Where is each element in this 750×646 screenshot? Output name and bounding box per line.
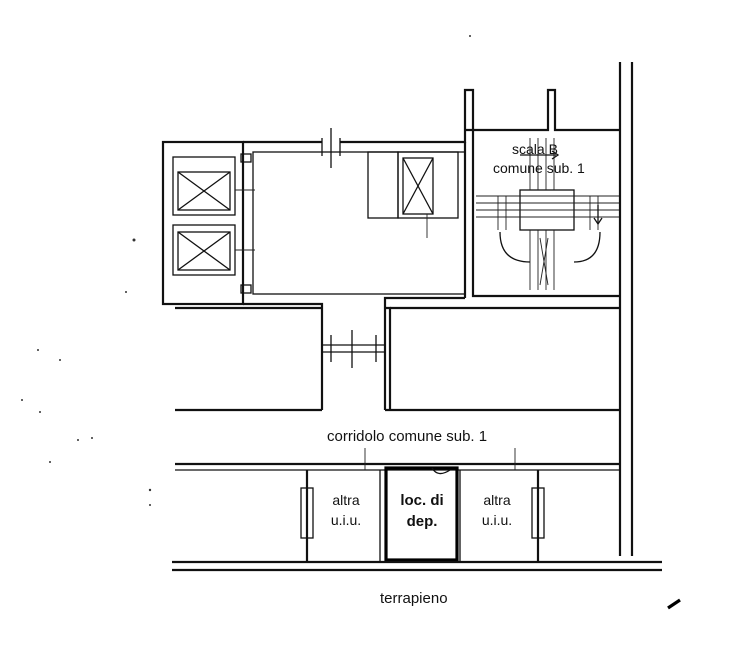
- right-elevator: [367, 151, 459, 238]
- scan-specks: [21, 35, 681, 610]
- ground-line: [172, 560, 662, 572]
- unit-left-label: altra u.i.u.: [317, 490, 375, 530]
- middle-band: [175, 306, 620, 412]
- ground-label: terrapieno: [380, 590, 448, 607]
- left-elevators: [172, 156, 255, 276]
- bottom-rooms: [300, 466, 545, 562]
- stair-label-line1: scala B: [512, 141, 558, 157]
- unit-right-label: altra u.i.u.: [468, 490, 526, 530]
- unit-right-line1: altra: [483, 492, 511, 508]
- stair-b-walls: [463, 88, 620, 298]
- upper-block-walls: [161, 128, 467, 410]
- stair-label-line2: comune sub. 1: [493, 160, 585, 176]
- unit-right-line2: u.i.u.: [481, 512, 513, 528]
- pen-mark: [667, 598, 681, 610]
- right-border: [618, 62, 634, 556]
- deposit-line2: dep.: [406, 513, 438, 530]
- unit-left-line2: u.i.u.: [330, 512, 362, 528]
- deposit-label: loc. di dep.: [388, 490, 456, 532]
- deposit-line1: loc. di: [400, 492, 444, 509]
- corridor-label: corridolo comune sub. 1: [327, 428, 488, 445]
- corridor-walls: [175, 448, 620, 471]
- unit-left-line1: altra: [332, 492, 360, 508]
